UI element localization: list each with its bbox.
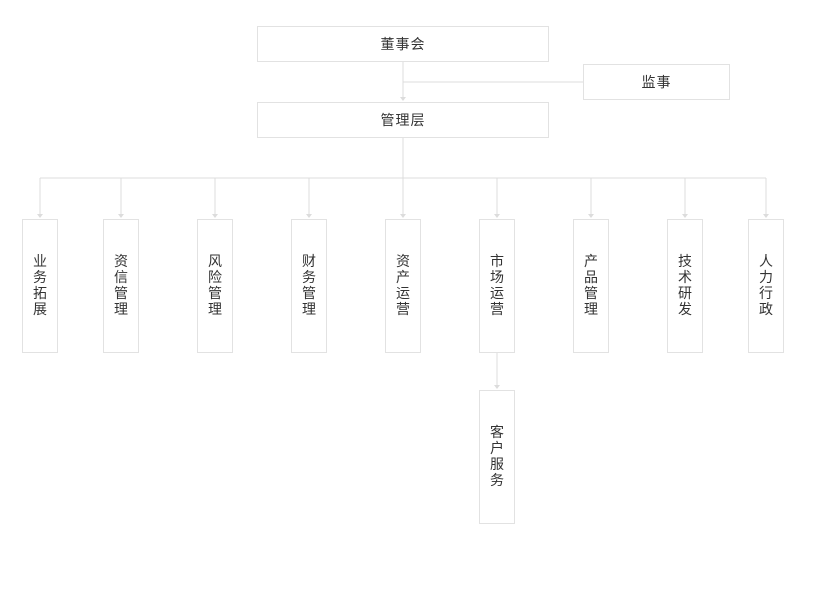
board-node: 董事会 bbox=[257, 26, 549, 62]
sub-department-label: 客户服务 bbox=[490, 425, 504, 489]
management-label: 管理层 bbox=[380, 113, 426, 129]
arrow-zichan bbox=[400, 214, 406, 218]
sub-department-node-customer-service: 客户服务 bbox=[479, 390, 515, 524]
arrow-sub-department bbox=[494, 385, 500, 389]
arrow-renli bbox=[763, 214, 769, 218]
department-node-shichang: 市场运营 bbox=[479, 219, 515, 353]
department-node-chanpin: 产品管理 bbox=[573, 219, 609, 353]
arrow-zixin bbox=[118, 214, 124, 218]
supervisor-node: 监事 bbox=[583, 64, 730, 100]
supervisor-label: 监事 bbox=[641, 75, 672, 91]
department-node-jishu: 技术研发 bbox=[667, 219, 703, 353]
department-label: 市场运营 bbox=[490, 254, 504, 318]
arrow-jishu bbox=[682, 214, 688, 218]
department-drops bbox=[37, 178, 769, 218]
department-label: 产品管理 bbox=[584, 254, 598, 318]
department-label: 资信管理 bbox=[114, 254, 128, 318]
arrow-fengxian bbox=[212, 214, 218, 218]
department-label: 财务管理 bbox=[302, 254, 316, 318]
arrow-chanpin bbox=[588, 214, 594, 218]
department-label: 技术研发 bbox=[678, 254, 692, 318]
arrow-yewu bbox=[37, 214, 43, 218]
management-node: 管理层 bbox=[257, 102, 549, 138]
department-label: 人力行政 bbox=[759, 254, 773, 318]
arrow-management bbox=[400, 97, 406, 101]
department-node-renli: 人力行政 bbox=[748, 219, 784, 353]
department-node-yewu: 业务拓展 bbox=[22, 219, 58, 353]
department-node-zichan: 资产运营 bbox=[385, 219, 421, 353]
arrow-caiwu bbox=[306, 214, 312, 218]
department-label: 资产运营 bbox=[396, 254, 410, 318]
board-label: 董事会 bbox=[380, 37, 426, 53]
arrow-shichang bbox=[494, 214, 500, 218]
department-label: 风险管理 bbox=[208, 254, 222, 318]
department-node-fengxian: 风险管理 bbox=[197, 219, 233, 353]
department-node-zixin: 资信管理 bbox=[103, 219, 139, 353]
department-node-caiwu: 财务管理 bbox=[291, 219, 327, 353]
department-label: 业务拓展 bbox=[33, 254, 47, 318]
